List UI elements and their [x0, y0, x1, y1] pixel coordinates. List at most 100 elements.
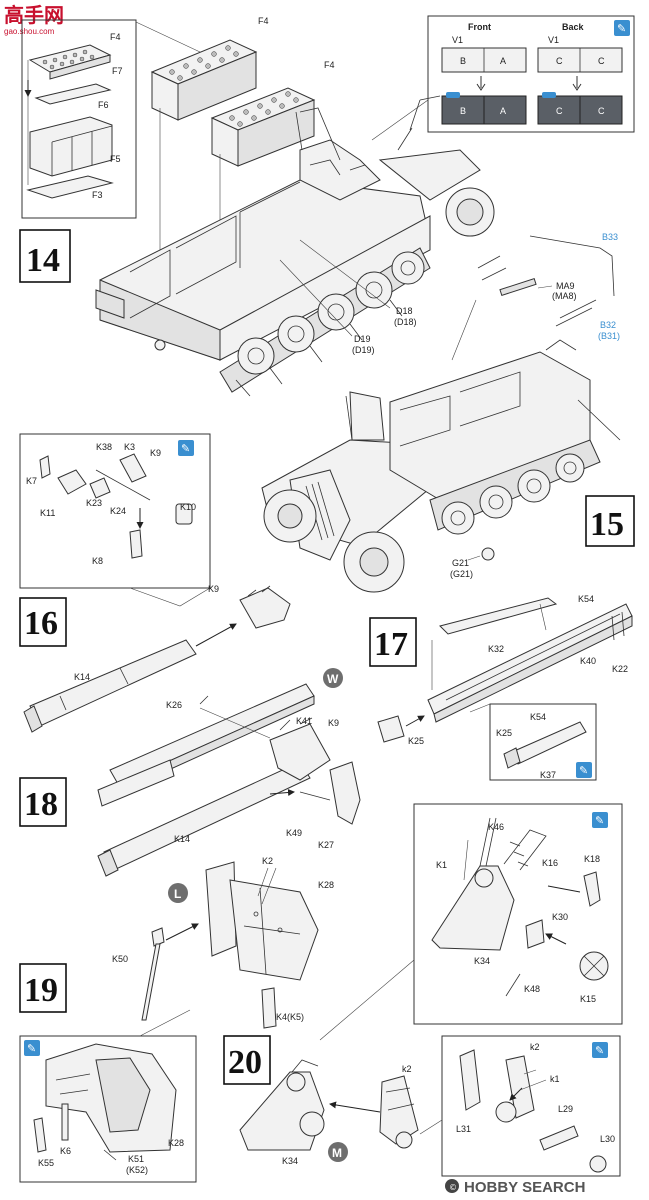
- label: K37: [540, 770, 556, 780]
- step-number-box: [19, 229, 71, 283]
- inset-frame: [21, 19, 137, 219]
- cradle-inset: ✎: [469, 703, 597, 781]
- label: L29: [558, 1104, 573, 1114]
- cell: C: [556, 106, 563, 116]
- step-number: 17: [374, 626, 408, 663]
- label: K11: [40, 508, 55, 518]
- label: K24: [110, 506, 126, 516]
- step-number: 19: [24, 972, 58, 1009]
- label: K28: [168, 1138, 184, 1148]
- step-18: W 18 K26 K41 K9 K14 K49 K27: [19, 668, 361, 877]
- label: (D18): [394, 317, 417, 327]
- step-number: 18: [24, 786, 58, 823]
- optional-icon: [614, 20, 630, 36]
- label: (MA8): [552, 291, 577, 301]
- svg-text:©: ©: [449, 1183, 457, 1192]
- optional-icon: ✎: [595, 814, 604, 827]
- label: K9: [150, 448, 161, 458]
- watermark-text: HOBBY SEARCH: [464, 1179, 585, 1196]
- label: K27: [318, 840, 334, 850]
- label: F5: [110, 154, 121, 164]
- label: K10: [180, 502, 196, 512]
- label: (G21): [450, 569, 473, 579]
- label: B32: [600, 320, 616, 330]
- label: V1: [548, 35, 559, 45]
- step-20: ✎ K46 K1 K16 K18 K30 K34 K48 K15 20: [223, 803, 623, 1177]
- label: L31: [456, 1124, 471, 1134]
- label: K3: [124, 442, 135, 452]
- paint-marker-letter: M: [332, 1146, 342, 1160]
- optional-icon: ✎: [27, 1042, 36, 1055]
- step-number: 20: [228, 1044, 262, 1081]
- rack-parts: [451, 235, 615, 361]
- label: K15: [580, 994, 596, 1004]
- optional-icon: ✎: [617, 22, 626, 35]
- cell: C: [556, 56, 563, 66]
- option-inset: ✎ Front Back V1 V1 B A C C B A C C: [371, 15, 635, 141]
- label: K8: [92, 556, 103, 566]
- step-19: L K2 K28 K50 K4(K5) 19 ✎: [19, 856, 334, 1183]
- paint-marker-letter: L: [174, 887, 181, 901]
- step-number-box: [19, 963, 67, 1013]
- label: F3: [92, 190, 103, 200]
- step-number-box: [223, 1035, 271, 1085]
- label: K1: [436, 860, 447, 870]
- paint-marker: [323, 668, 343, 688]
- label: K40: [580, 656, 596, 666]
- optional-icon: [576, 762, 592, 778]
- label: MA9: [556, 281, 575, 291]
- inset-parts: [39, 453, 193, 559]
- label: K46: [488, 822, 504, 832]
- halftrack-front-view: [261, 339, 621, 593]
- step-number: 15: [590, 506, 624, 543]
- label: K7: [26, 476, 37, 486]
- step-number-box: [585, 495, 635, 547]
- optional-icon: [592, 1042, 608, 1058]
- paint-marker-letter: W: [327, 672, 339, 686]
- label: k2: [402, 1064, 412, 1074]
- paint-marker: [328, 1142, 348, 1162]
- watermark-subtext: gao.shou.com: [4, 27, 55, 36]
- back-label: Back: [562, 22, 585, 32]
- inset-parts: [24, 44, 114, 199]
- gun-barrel-parts: [23, 585, 291, 733]
- battery-parts: [150, 39, 316, 310]
- label: k1: [550, 1074, 560, 1084]
- label: K16: [542, 858, 558, 868]
- label: K51: [128, 1154, 144, 1164]
- step-number: 14: [26, 242, 60, 279]
- label: F6: [98, 100, 109, 110]
- label: K55: [38, 1158, 54, 1168]
- label: F4: [324, 60, 335, 70]
- label: K32: [488, 644, 504, 654]
- optional-icon: ✎: [595, 1044, 604, 1057]
- front-label: Front: [468, 22, 491, 32]
- optional-icon: [24, 1040, 40, 1056]
- step-number-box: [369, 617, 417, 667]
- cell: B: [460, 56, 466, 66]
- label: F4: [258, 16, 269, 26]
- cell: C: [598, 56, 605, 66]
- label: G21: [452, 558, 469, 568]
- label: (D19): [352, 345, 375, 355]
- inset-frame: [19, 433, 211, 589]
- label: F7: [112, 66, 123, 76]
- step-number-box: [19, 777, 67, 827]
- label: D18: [396, 306, 413, 316]
- label: (B31): [598, 331, 620, 341]
- label: D19: [354, 334, 371, 344]
- label: K54: [578, 594, 594, 604]
- label: L30: [600, 1134, 615, 1144]
- label: K22: [612, 664, 628, 674]
- label: K34: [282, 1156, 298, 1166]
- label: K50: [112, 954, 128, 964]
- halftrack-hull-rear-view: [95, 95, 495, 397]
- label: k2: [530, 1042, 540, 1052]
- label: K18: [584, 854, 600, 864]
- label: K26: [166, 700, 182, 710]
- paint-marker: [168, 883, 188, 903]
- gun-assembly: [97, 683, 361, 877]
- hobby-search-watermark: © HOBBY SEARCH: [445, 1179, 585, 1196]
- cell: A: [500, 106, 506, 116]
